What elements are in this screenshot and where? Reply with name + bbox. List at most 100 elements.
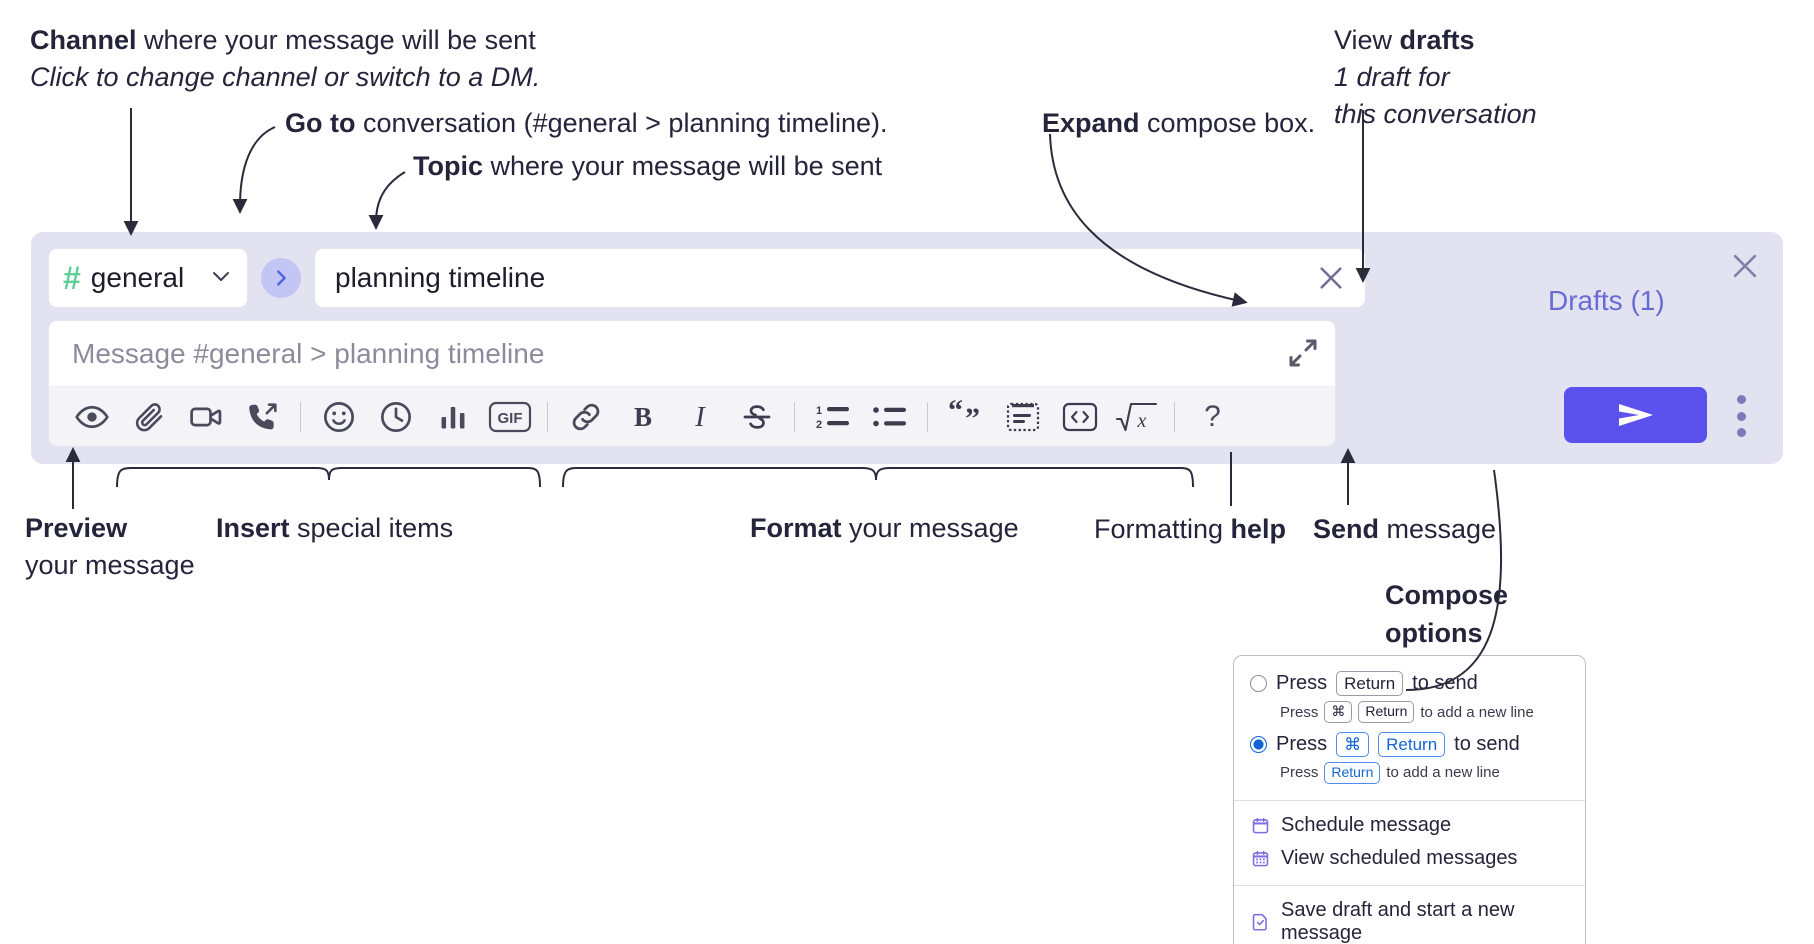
annotation-expand-bold: Expand	[1042, 108, 1140, 138]
strikethrough-icon[interactable]	[728, 394, 785, 440]
radio-return[interactable]	[1250, 675, 1267, 693]
send-option-cmd-return[interactable]: Press ⌘ Return to send	[1234, 729, 1585, 760]
annotation-insert-rest: special items	[289, 513, 454, 543]
preview-icon[interactable]	[63, 394, 120, 440]
toolbar-divider	[300, 401, 301, 432]
option1-press: Press	[1276, 672, 1328, 695]
radio-cmd-return[interactable]	[1250, 735, 1267, 753]
annotation-topic-bold: Topic	[413, 151, 483, 181]
annotation-insert: Insert special items	[216, 510, 453, 547]
composer-header-row: # general planning timeline	[48, 248, 1366, 308]
topic-input[interactable]: planning timeline	[314, 248, 1366, 308]
message-composer-panel: # general planning timeline Message #gen…	[31, 232, 1783, 464]
calendar-grid-icon	[1250, 848, 1270, 868]
annotation-drafts-italic1: 1 draft for	[1334, 62, 1450, 92]
kebab-dot	[1736, 395, 1746, 404]
annotation-insert-bold: Insert	[216, 513, 290, 543]
svg-text:1: 1	[816, 405, 822, 417]
annotation-channel-rest: where your message will be sent	[136, 25, 536, 55]
toolbar-divider	[547, 401, 548, 432]
key-command: ⌘	[1336, 731, 1370, 757]
annotation-format-rest: your message	[841, 513, 1019, 543]
send-option-return[interactable]: Press Return to send	[1234, 668, 1585, 699]
option2-sub-rest: to add a new line	[1386, 764, 1500, 782]
svg-text:B: B	[633, 402, 651, 432]
poll-icon[interactable]	[424, 394, 481, 440]
send-arrow-icon	[1618, 404, 1653, 426]
channel-selector[interactable]: # general	[48, 248, 248, 308]
annotation-help-bold: help	[1230, 514, 1287, 544]
annotation-drafts-plain: View	[1334, 25, 1400, 55]
annotation-expand-rest: compose box.	[1139, 108, 1316, 138]
annotation-goto: Go to conversation (#general > planning …	[285, 105, 888, 142]
annotation-channel-italic: Click to change channel or switch to a D…	[30, 62, 541, 92]
save-draft-icon	[1250, 912, 1270, 932]
goto-conversation-button[interactable]	[261, 258, 301, 298]
video-clip-icon[interactable]	[177, 394, 234, 440]
key-return: Return	[1336, 671, 1404, 697]
bulleted-list-icon[interactable]	[861, 394, 918, 440]
svg-text:”: ”	[965, 402, 980, 434]
chevron-down-icon	[209, 264, 233, 293]
annotation-help: Formatting help	[1094, 511, 1286, 548]
bold-icon[interactable]: B	[614, 394, 671, 440]
annotation-channel: Channel where your message will be sent …	[30, 22, 540, 96]
emoji-icon[interactable]	[310, 394, 367, 440]
menu-item-save-draft[interactable]: Save draft and start a new message	[1234, 894, 1585, 944]
annotation-format-bold: Format	[750, 513, 842, 543]
topic-value: planning timeline	[335, 262, 546, 293]
expand-compose-icon[interactable]	[1285, 335, 1321, 371]
message-placeholder: Message #general > planning timeline	[72, 338, 545, 369]
menu-item-label: Schedule message	[1281, 813, 1452, 836]
annotation-send: Send message	[1313, 511, 1496, 548]
annotation-drafts-bold: drafts	[1399, 25, 1475, 55]
code-block-icon[interactable]	[1051, 394, 1108, 440]
menu-item-view-scheduled[interactable]: View scheduled messages	[1234, 842, 1585, 875]
close-icon[interactable]	[1311, 258, 1351, 298]
annotation-topic-rest: where your message will be sent	[483, 151, 883, 181]
clock-icon[interactable]	[367, 394, 424, 440]
annotation-preview-line2: your message	[25, 550, 195, 580]
popup-divider	[1234, 884, 1585, 886]
popup-divider	[1234, 799, 1585, 801]
gif-icon[interactable]: GIF	[481, 394, 538, 440]
annotation-goto-rest: conversation (#general > planning timeli…	[355, 108, 888, 138]
calendar-icon	[1250, 815, 1270, 835]
annotation-compose-bold2: options	[1385, 618, 1483, 648]
annotation-channel-bold: Channel	[30, 25, 137, 55]
menu-item-label: Save draft and start a new message	[1281, 898, 1515, 944]
close-composer-icon[interactable]	[1725, 246, 1765, 286]
math-icon[interactable]: x	[1108, 394, 1165, 440]
annotation-preview: Preview your message	[25, 510, 195, 584]
send-option-return-sub: Press ⌘ Return to add a new line	[1234, 699, 1585, 729]
italic-icon[interactable]: I	[671, 394, 728, 440]
toolbar-divider	[927, 401, 928, 432]
svg-text:GIF: GIF	[497, 410, 522, 427]
annotation-send-bold: Send	[1313, 514, 1380, 544]
annotation-drafts-italic2: this conversation	[1334, 99, 1537, 129]
message-input-box[interactable]: Message #general > planning timeline	[48, 320, 1336, 447]
link-icon[interactable]	[557, 394, 614, 440]
code-icon[interactable]	[994, 394, 1051, 440]
annotation-help-plain: Formatting	[1094, 514, 1231, 544]
annotation-send-rest: message	[1379, 514, 1497, 544]
channel-name-label: general	[90, 262, 185, 293]
send-option-cmd-return-sub: Press Return to add a new line	[1234, 760, 1585, 790]
blockquote-icon[interactable]: “”	[937, 394, 994, 440]
option1-tosend: to send	[1412, 672, 1478, 695]
help-icon[interactable]: ?	[1204, 399, 1221, 433]
annotation-goto-bold: Go to	[285, 108, 356, 138]
option2-tosend: to send	[1454, 732, 1520, 755]
toolbar-divider	[794, 401, 795, 432]
svg-text:I: I	[694, 402, 706, 433]
toolbar-divider	[1174, 401, 1175, 432]
compose-options-menu-button[interactable]	[1727, 392, 1755, 440]
menu-item-schedule-message[interactable]: Schedule message	[1234, 809, 1585, 842]
drafts-link[interactable]: Drafts (1)	[1548, 285, 1665, 316]
attachment-icon[interactable]	[120, 394, 177, 440]
annotation-topic: Topic where your message will be sent	[413, 148, 882, 185]
send-button[interactable]	[1564, 387, 1707, 443]
audio-clip-icon[interactable]	[234, 394, 291, 440]
